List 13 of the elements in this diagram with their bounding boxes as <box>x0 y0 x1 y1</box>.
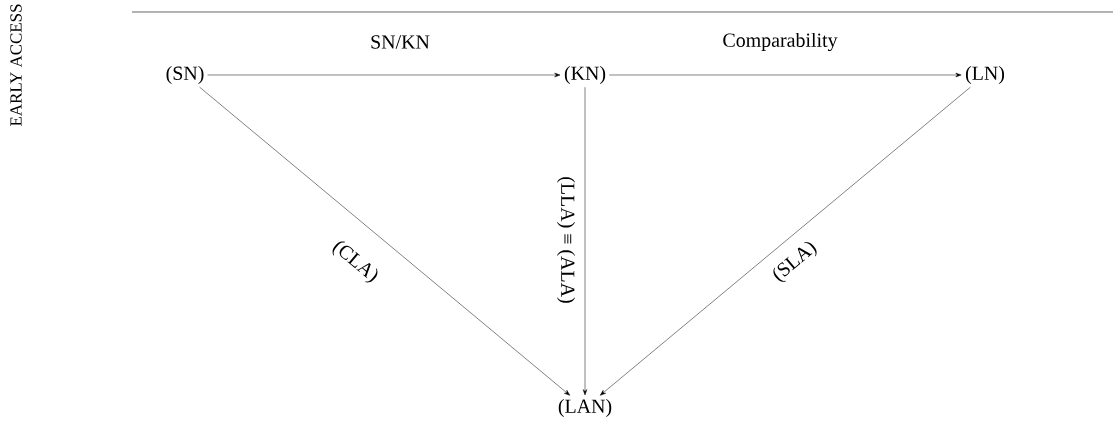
node-label: (SN) <box>166 65 204 84</box>
arrow <box>600 86 971 396</box>
arrow <box>207 72 561 78</box>
arrow <box>608 72 962 78</box>
node-label: (KN) <box>564 65 606 84</box>
node-label: (LAN) <box>558 398 612 417</box>
edge-label: SN/KN <box>371 35 430 49</box>
side-note: EARLY ACCESS <box>10 4 22 126</box>
arrow <box>582 86 588 396</box>
edge-label: (LLA) ≡ (ALA) <box>557 177 576 303</box>
arrow <box>199 86 570 396</box>
edge-label: Comparability <box>723 32 838 52</box>
node-label: (LN) <box>965 65 1005 84</box>
